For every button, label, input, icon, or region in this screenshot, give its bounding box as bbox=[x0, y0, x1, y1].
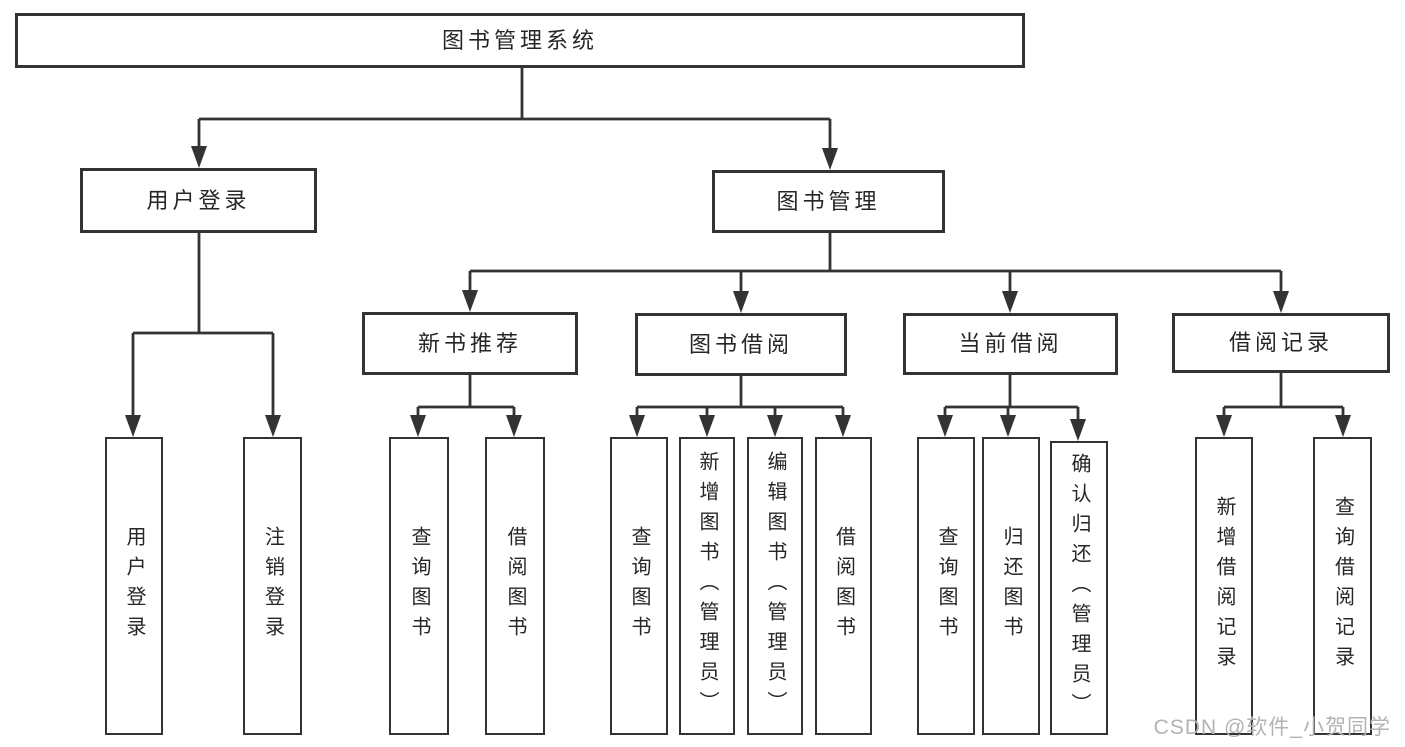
node-current-borrow-label: 当前借阅 bbox=[958, 331, 1063, 356]
node-book-borrow-label: 图书借阅 bbox=[688, 331, 793, 357]
arrow-down-icon bbox=[265, 415, 281, 437]
node-current-borrow: 当前借阅 bbox=[903, 313, 1118, 375]
leaf-query-book-recommend: 查询图书 bbox=[389, 437, 449, 735]
leaf-return-book: 归还图书 bbox=[982, 437, 1040, 735]
arrow-down-icon bbox=[1273, 291, 1289, 313]
node-root-label: 图书管理系统 bbox=[441, 27, 598, 53]
arrow-down-icon bbox=[410, 415, 426, 437]
leaf-user-login-label: 用户登录 bbox=[123, 526, 145, 646]
arrow-down-icon bbox=[733, 291, 749, 313]
leaf-borrow-book-borrow-label: 借阅图书 bbox=[832, 526, 855, 646]
leaf-logout-label: 注销登录 bbox=[261, 526, 284, 646]
node-root: 图书管理系统 bbox=[15, 13, 1025, 68]
arrow-down-icon bbox=[1216, 415, 1232, 437]
leaf-borrow-book-recommend-label: 借阅图书 bbox=[504, 526, 526, 646]
arrow-down-icon bbox=[191, 146, 207, 168]
leaf-query-book-current-label: 查询图书 bbox=[935, 526, 957, 646]
arrow-down-icon bbox=[767, 415, 783, 437]
leaf-user-login: 用户登录 bbox=[105, 437, 163, 735]
node-book-management-label: 图书管理 bbox=[776, 188, 881, 214]
leaf-logout: 注销登录 bbox=[243, 437, 302, 735]
leaf-query-book-recommend-label: 查询图书 bbox=[408, 526, 430, 646]
leaf-query-borrow-record: 查询借阅记录 bbox=[1313, 437, 1372, 735]
tree-edges bbox=[131, 68, 1345, 425]
arrow-down-icon bbox=[1002, 291, 1018, 313]
leaf-borrow-book-borrow: 借阅图书 bbox=[815, 437, 872, 735]
watermark: CSDN @软件_小贺同学 bbox=[1153, 716, 1391, 739]
leaf-query-borrow-record-label: 查询借阅记录 bbox=[1331, 496, 1354, 676]
arrow-down-icon bbox=[1070, 419, 1086, 441]
node-new-book-recommend: 新书推荐 bbox=[362, 312, 578, 375]
node-borrow-records: 借阅记录 bbox=[1172, 313, 1390, 373]
node-new-book-recommend-label: 新书推荐 bbox=[417, 330, 522, 356]
leaf-add-book-admin-label: 新增图书（管理员） bbox=[696, 451, 718, 721]
arrow-down-icon bbox=[629, 415, 645, 437]
leaf-confirm-return-admin-label: 确认归还（管理员） bbox=[1068, 453, 1090, 723]
leaf-return-book-label: 归还图书 bbox=[1000, 526, 1022, 646]
leaf-add-book-admin: 新增图书（管理员） bbox=[679, 437, 735, 735]
leaf-edit-book-admin-label: 编辑图书（管理员） bbox=[764, 451, 786, 721]
node-user-login: 用户登录 bbox=[80, 168, 317, 233]
leaf-edit-book-admin: 编辑图书（管理员） bbox=[747, 437, 803, 735]
leaf-confirm-return-admin: 确认归还（管理员） bbox=[1050, 441, 1108, 735]
leaf-add-borrow-record: 新增借阅记录 bbox=[1195, 437, 1253, 735]
arrow-down-icon bbox=[506, 415, 522, 437]
arrow-down-icon bbox=[1000, 415, 1016, 437]
leaf-query-book-current: 查询图书 bbox=[917, 437, 975, 735]
arrow-down-icon bbox=[835, 415, 851, 437]
node-borrow-records-label: 借阅记录 bbox=[1228, 330, 1333, 355]
node-user-login-label: 用户登录 bbox=[146, 187, 251, 213]
arrow-down-icon bbox=[699, 415, 715, 437]
arrowheads bbox=[125, 146, 1351, 441]
arrow-down-icon bbox=[125, 415, 141, 437]
arrow-down-icon bbox=[462, 290, 478, 312]
leaf-query-book-borrow: 查询图书 bbox=[610, 437, 668, 735]
leaf-query-book-borrow-label: 查询图书 bbox=[628, 526, 650, 646]
leaf-add-borrow-record-label: 新增借阅记录 bbox=[1213, 496, 1235, 676]
node-book-management: 图书管理 bbox=[712, 170, 945, 233]
node-book-borrow: 图书借阅 bbox=[635, 313, 847, 376]
arrow-down-icon bbox=[937, 415, 953, 437]
arrow-down-icon bbox=[1335, 415, 1351, 437]
leaf-borrow-book-recommend: 借阅图书 bbox=[485, 437, 545, 735]
arrow-down-icon bbox=[822, 148, 838, 170]
